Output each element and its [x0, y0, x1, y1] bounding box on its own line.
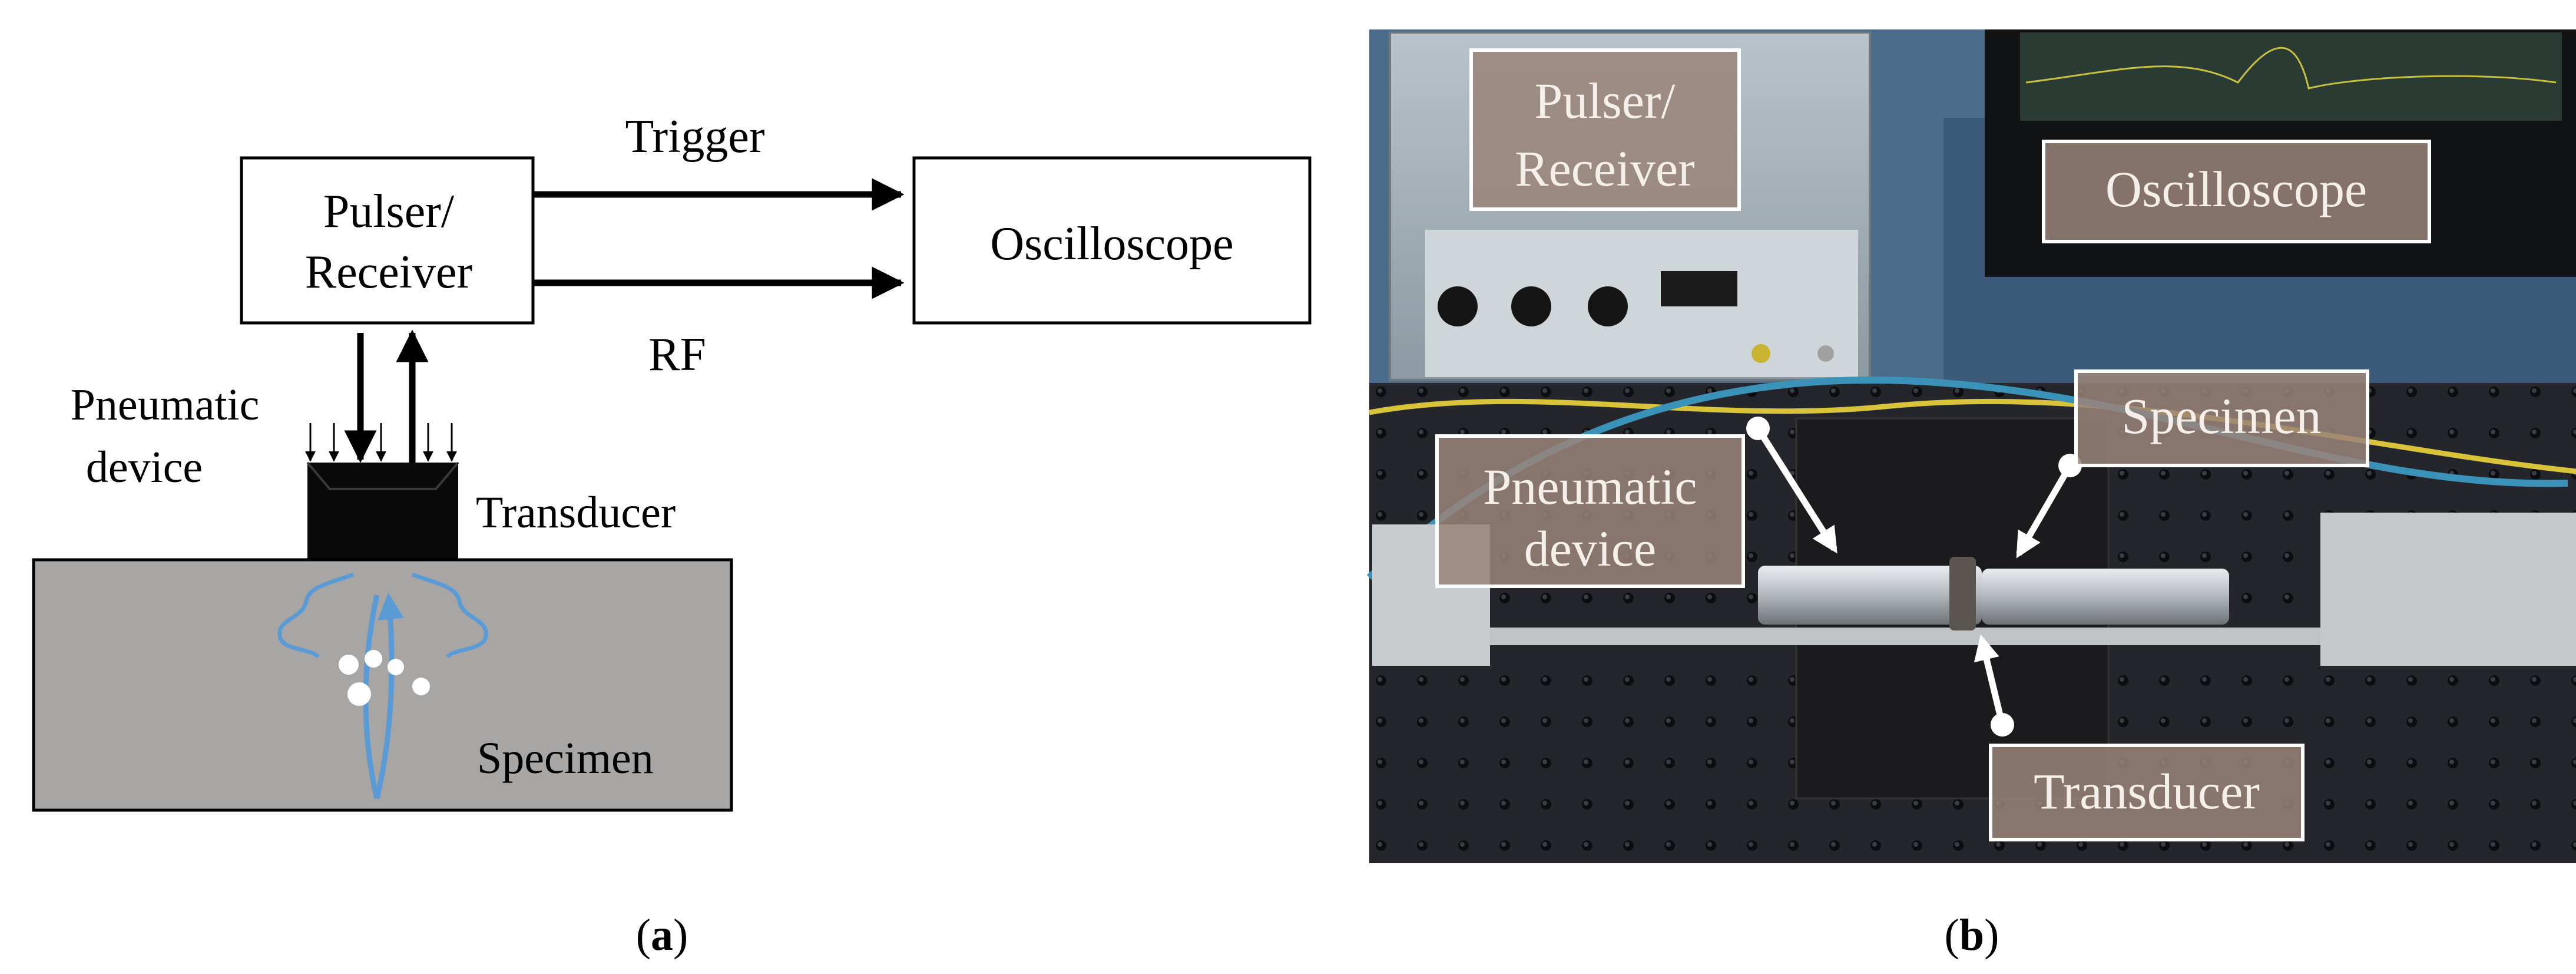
label-transducer: Transducer [1989, 744, 2305, 841]
label-pointers [1746, 417, 2082, 737]
panel-b-photo: Pulser/ Receiver Oscilloscope Specimen P… [1366, 29, 2576, 960]
transducer-block [307, 463, 458, 560]
pneumatic-label-line1: Pneumatic [71, 380, 260, 430]
pulser-receiver-box [240, 156, 535, 325]
svg-text:device: device [1524, 520, 1656, 577]
yellow-cable [1369, 398, 2576, 474]
pulser-receiver-label-line1: Pulser/ [323, 186, 455, 237]
oscilloscope-label: Oscilloscope [990, 218, 1233, 270]
pore-bubbles [339, 650, 430, 706]
svg-text:Oscilloscope: Oscilloscope [2105, 161, 2367, 217]
caption-a: (a) [636, 910, 688, 960]
specimen-holder [1949, 557, 1976, 630]
cylinder-right [1982, 569, 2229, 625]
svg-text:Transducer: Transducer [2034, 763, 2260, 820]
svg-text:Pulser/: Pulser/ [1535, 72, 1676, 129]
panel-a-schematic: Pulser/ Receiver Oscilloscope Trigger RF… [32, 111, 1312, 960]
specimen-label: Specimen [477, 734, 654, 783]
svg-text:Receiver: Receiver [1515, 140, 1695, 197]
svg-text:Pneumatic: Pneumatic [1483, 458, 1697, 515]
pulser-receiver-label-line2: Receiver [305, 246, 472, 298]
svg-text:Specimen: Specimen [2121, 388, 2321, 444]
label-oscilloscope: Oscilloscope [2042, 140, 2431, 243]
label-pulser: Pulser/ Receiver [1469, 48, 1741, 211]
trigger-label: Trigger [625, 111, 764, 163]
label-specimen: Specimen [2074, 369, 2369, 467]
pressure-arrows [305, 423, 457, 462]
pneumatic-label-line2: device [86, 443, 203, 492]
rf-label: RF [648, 329, 706, 381]
pneumatic-cylinder [1758, 566, 1982, 625]
label-pneumatic: Pneumatic device [1435, 434, 1745, 588]
transducer-bevel [306, 461, 459, 490]
caption-b: (b) [1945, 910, 1999, 960]
transducer-label: Transducer [476, 488, 676, 537]
actuator-right [2320, 513, 2576, 666]
oscilloscope-box [912, 156, 1312, 325]
